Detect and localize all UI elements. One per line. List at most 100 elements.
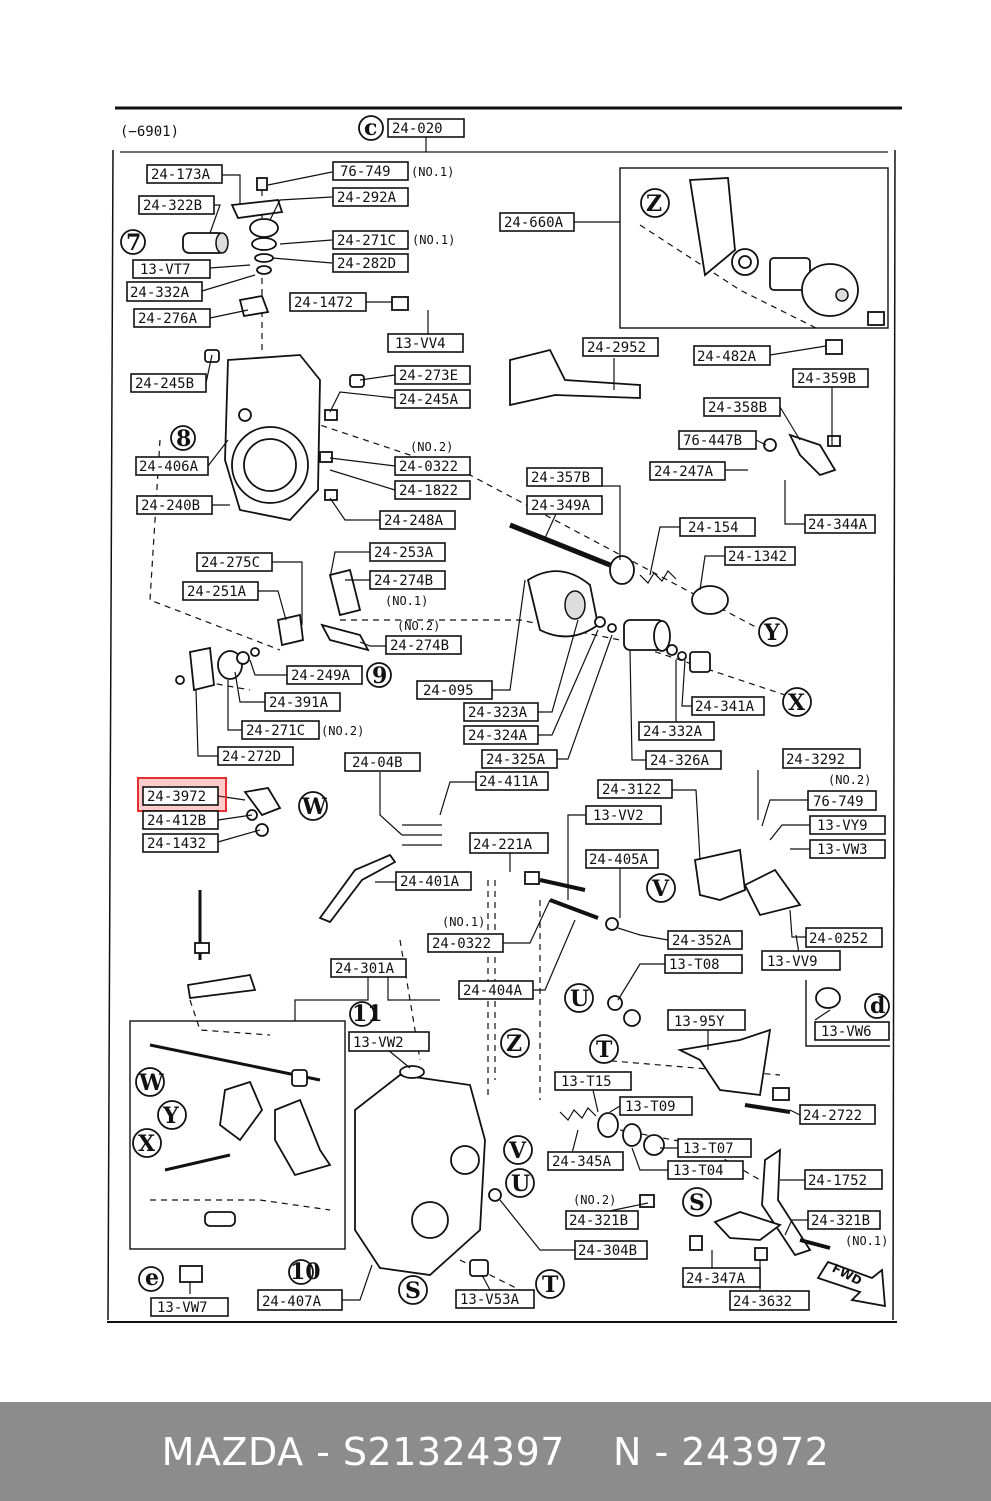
part-24-411A[interactable]: 24-411A: [479, 774, 539, 790]
part-24-0322-b[interactable]: 24-0322: [432, 936, 491, 952]
marker-W-mid: W: [301, 794, 327, 820]
note-no2-e: (NO.2): [573, 1193, 616, 1207]
part-24-274B-a[interactable]: 24-274B: [374, 573, 433, 589]
part-24-04B[interactable]: 24-04B: [352, 755, 403, 771]
part-24-344A[interactable]: 24-344A: [808, 517, 868, 533]
part-24-3632[interactable]: 24-3632: [733, 1294, 792, 1310]
part-24-274B-b[interactable]: 24-274B: [390, 638, 449, 654]
part-13-VY9[interactable]: 13-VY9: [817, 818, 868, 834]
part-24-332A-right[interactable]: 24-332A: [643, 724, 703, 740]
part-24-349A[interactable]: 24-349A: [531, 498, 591, 514]
part-24-271C-b[interactable]: 24-271C: [246, 723, 305, 739]
part-13-T09[interactable]: 13-T09: [625, 1099, 676, 1115]
part-24-321B-b[interactable]: 24-321B: [811, 1213, 870, 1229]
part-24-324A[interactable]: 24-324A: [468, 728, 528, 744]
marker-V-body: V: [508, 1138, 527, 1164]
part-24-401A[interactable]: 24-401A: [400, 874, 460, 890]
part-24-0322-a[interactable]: 24-0322: [399, 459, 458, 475]
part-24-173A[interactable]: 24-173A: [151, 167, 211, 183]
part-24-292A[interactable]: 24-292A: [337, 190, 397, 206]
part-13-T04[interactable]: 13-T04: [673, 1163, 724, 1179]
marker-V-right: V: [651, 876, 670, 902]
part-13-VW6[interactable]: 13-VW6: [821, 1024, 872, 1040]
part-24-245A[interactable]: 24-245A: [399, 392, 459, 408]
part-24-2722[interactable]: 24-2722: [803, 1108, 862, 1124]
part-24-325A[interactable]: 24-325A: [486, 752, 546, 768]
part-24-253A[interactable]: 24-253A: [374, 545, 434, 561]
part-24-0252[interactable]: 24-0252: [809, 931, 868, 947]
part-24-482A[interactable]: 24-482A: [697, 349, 757, 365]
part-24-357B[interactable]: 24-357B: [531, 470, 590, 486]
part-24-347A[interactable]: 24-347A: [686, 1271, 746, 1287]
part-24-412B[interactable]: 24-412B: [147, 813, 206, 829]
marker-Y-detail: Y: [162, 1103, 179, 1129]
part-24-304B[interactable]: 24-304B: [578, 1243, 637, 1259]
part-24-358B[interactable]: 24-358B: [708, 400, 767, 416]
part-76-749-b[interactable]: 76-749: [813, 794, 864, 810]
part-24-326A[interactable]: 24-326A: [650, 753, 710, 769]
part-24-275C[interactable]: 24-275C: [201, 555, 260, 571]
part-24-322B[interactable]: 24-322B: [143, 198, 202, 214]
part-24-249A[interactable]: 24-249A: [291, 668, 351, 684]
part-24-345A[interactable]: 24-345A: [552, 1154, 612, 1170]
part-24-095[interactable]: 24-095: [423, 683, 474, 699]
part-24-323A[interactable]: 24-323A: [468, 705, 528, 721]
part-76-447B[interactable]: 76-447B: [683, 433, 742, 449]
part-13-VT7[interactable]: 13-VT7: [140, 262, 191, 278]
part-24-245B[interactable]: 24-245B: [135, 376, 194, 392]
part-76-749-a[interactable]: 76-749: [340, 164, 391, 180]
part-24-359B[interactable]: 24-359B: [797, 371, 856, 387]
part-24-341A[interactable]: 24-341A: [695, 699, 755, 715]
part-24-405A[interactable]: 24-405A: [589, 852, 649, 868]
part-24-282D[interactable]: 24-282D: [337, 256, 396, 272]
part-24-1472[interactable]: 24-1472: [294, 295, 353, 311]
part-24-404A[interactable]: 24-404A: [463, 983, 523, 999]
part-24-2952[interactable]: 24-2952: [587, 340, 646, 356]
part-24-352A[interactable]: 24-352A: [672, 933, 732, 949]
reference-markers: 7 8 9 10 11 Z Z Y Y X X W W V V U U T T …: [120, 188, 890, 1305]
part-24-251A[interactable]: 24-251A: [187, 584, 247, 600]
marker-X-right: X: [788, 690, 806, 716]
part-24-301A[interactable]: 24-301A: [335, 961, 395, 977]
part-24-3292[interactable]: 24-3292: [786, 752, 845, 768]
part-24-391A[interactable]: 24-391A: [269, 695, 329, 711]
marker-Z-top: Z: [646, 191, 662, 217]
part-13-VW7[interactable]: 13-VW7: [157, 1300, 208, 1316]
part-13-VW2[interactable]: 13-VW2: [353, 1035, 404, 1051]
part-13-VW3[interactable]: 13-VW3: [817, 842, 868, 858]
part-24-406A[interactable]: 24-406A: [139, 459, 199, 475]
marker-Y-right: Y: [763, 620, 780, 646]
part-24-3122[interactable]: 24-3122: [602, 782, 661, 798]
part-24-240B[interactable]: 24-240B: [141, 498, 200, 514]
part-24-660A[interactable]: 24-660A: [504, 215, 564, 231]
exploded-parts-diagram: (−6901) c 24-020: [107, 106, 902, 1323]
part-24-276A[interactable]: 24-276A: [138, 311, 198, 327]
part-24-3972[interactable]: 24-3972: [147, 789, 206, 805]
part-24-272D[interactable]: 24-272D: [222, 749, 281, 765]
part-24-154[interactable]: 24-154: [688, 520, 739, 536]
part-24-221A[interactable]: 24-221A: [473, 837, 533, 853]
part-13-VV2[interactable]: 13-VV2: [593, 808, 644, 824]
part-24-407A[interactable]: 24-407A: [262, 1294, 322, 1310]
part-13-VV9[interactable]: 13-VV9: [767, 954, 818, 970]
part-13-T08[interactable]: 13-T08: [669, 957, 720, 973]
part-13-95Y[interactable]: 13-95Y: [674, 1014, 725, 1030]
part-24-321B-a[interactable]: 24-321B: [569, 1213, 628, 1229]
part-24-248A[interactable]: 24-248A: [384, 513, 444, 529]
part-13-T07[interactable]: 13-T07: [683, 1141, 734, 1157]
part-13-V53A[interactable]: 13-V53A: [460, 1292, 520, 1308]
part-13-VV4[interactable]: 13-VV4: [395, 336, 446, 352]
part-24-1752[interactable]: 24-1752: [808, 1173, 867, 1189]
marker-d: d: [870, 993, 885, 1019]
part-24-1822[interactable]: 24-1822: [399, 483, 458, 499]
part-24-332A-left[interactable]: 24-332A: [130, 285, 190, 301]
part-24-247A[interactable]: 24-247A: [654, 464, 714, 480]
marker-8: 8: [176, 426, 191, 452]
part-13-T15[interactable]: 13-T15: [561, 1074, 612, 1090]
part-24-1432[interactable]: 24-1432: [147, 836, 206, 852]
part-24-271C-a[interactable]: 24-271C: [337, 233, 396, 249]
part-24-1342[interactable]: 24-1342: [728, 549, 787, 565]
part-24-273E[interactable]: 24-273E: [399, 368, 458, 384]
group-code[interactable]: 24-020: [392, 121, 443, 137]
marker-U-body: U: [511, 1171, 530, 1197]
